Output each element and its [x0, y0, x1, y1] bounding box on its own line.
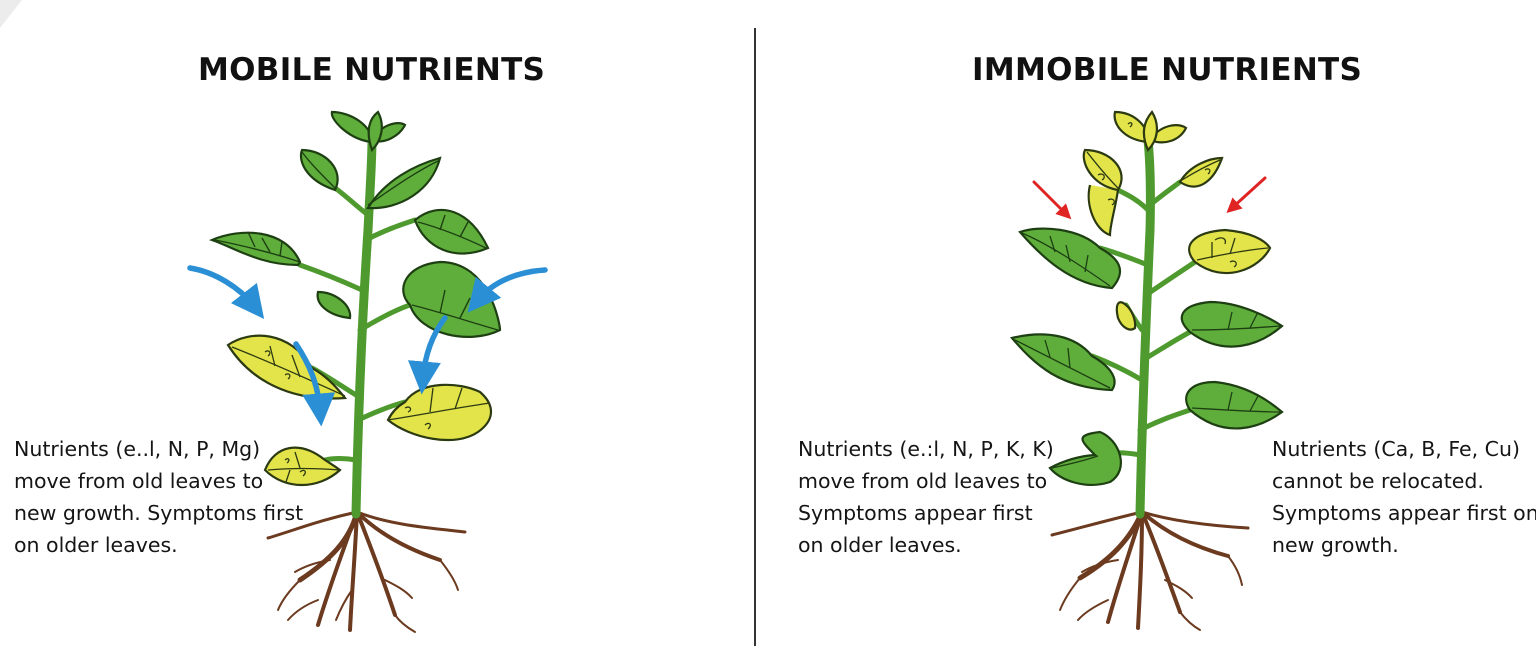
mobile-nutrients-caption: Nutrients (e..l, N, P, Mg) move from old…: [14, 433, 303, 561]
mobile-plant: [187, 110, 548, 633]
caption-line: Nutrients (Ca, B, Fe, Cu): [1272, 437, 1520, 461]
immobile-right-caption: Nutrients (Ca, B, Fe, Cu) cannot be relo…: [1272, 433, 1536, 561]
caption-line: on older leaves.: [798, 533, 962, 557]
immobile-plant: [1010, 110, 1284, 631]
mobile-nutrients-title: MOBILE NUTRIENTS: [198, 52, 546, 88]
immobile-plant-roots: [1050, 509, 1250, 631]
caption-line: Symptoms appear first on: [1272, 501, 1536, 525]
panel-divider: [754, 28, 756, 646]
caption-line: Nutrients (e.:l, N, P, K, K): [798, 437, 1054, 461]
caption-line: new growth.: [1272, 533, 1399, 557]
immobile-plant-chlorotic-new-growth: [1082, 110, 1272, 331]
caption-line: Symptoms appear first: [798, 501, 1033, 525]
immobile-symptom-arrows: [1032, 176, 1267, 220]
caption-line: move from old leaves to: [14, 469, 264, 493]
caption-line: cannot be relocated.: [1272, 469, 1484, 493]
caption-line: new growth. Symptoms first: [14, 501, 304, 525]
corner-mark: [0, 0, 22, 28]
immobile-plant-stem: [1135, 135, 1155, 519]
mobile-plant-stem: [351, 135, 377, 519]
caption-line: Nutrients (e..l, N, P, Mg): [14, 437, 261, 461]
mobile-plant-roots: [266, 509, 467, 633]
mobile-plant-healthy-leaves: [208, 110, 502, 338]
immobile-left-caption: Nutrients (e.:l, N, P, K, K) move from o…: [798, 433, 1054, 561]
caption-line: move from old leaves to: [798, 469, 1048, 493]
mobile-plant-chlorotic-leaves: [226, 334, 493, 487]
immobile-nutrients-title: IMMOBILE NUTRIENTS: [972, 52, 1363, 88]
caption-line: on older leaves.: [14, 533, 178, 557]
mobile-nutrient-arrows: [187, 265, 548, 427]
